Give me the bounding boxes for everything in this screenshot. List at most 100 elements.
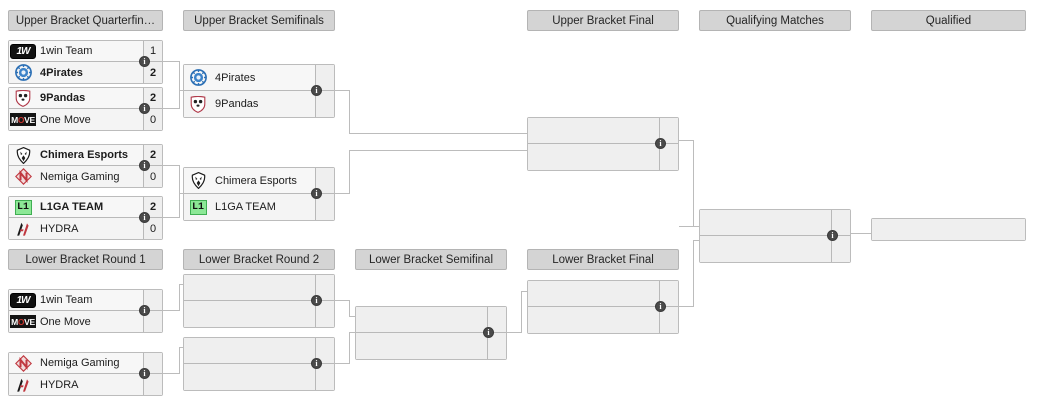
hydra-logo bbox=[9, 374, 37, 395]
match-lbsf1[interactable] bbox=[355, 306, 507, 360]
match-team-row[interactable] bbox=[528, 307, 678, 333]
bracket-connector bbox=[335, 300, 349, 301]
match-team-row[interactable]: HYDRA bbox=[9, 374, 162, 395]
match-info-icon[interactable]: i bbox=[139, 56, 150, 67]
bracket-connector bbox=[693, 240, 694, 307]
match-team-row[interactable] bbox=[184, 275, 334, 301]
bracket-connector bbox=[679, 306, 693, 307]
match-lbf1[interactable] bbox=[527, 280, 679, 334]
1win-logo: 1W bbox=[9, 41, 37, 61]
team-logo-empty bbox=[528, 144, 556, 170]
match-info-icon[interactable]: i bbox=[139, 160, 150, 171]
match-team-row[interactable] bbox=[528, 144, 678, 170]
match-lbr2a[interactable] bbox=[183, 274, 335, 328]
match-qualified1[interactable] bbox=[871, 218, 1026, 241]
nemiga-logo bbox=[9, 166, 37, 187]
match-info-icon[interactable]: i bbox=[311, 85, 322, 96]
match-info-icon[interactable]: i bbox=[827, 230, 838, 241]
bracket-connector bbox=[349, 332, 350, 364]
match-team-row[interactable] bbox=[528, 281, 678, 307]
team-logo-empty bbox=[700, 236, 728, 262]
team-score bbox=[831, 210, 850, 235]
team-logo-empty bbox=[356, 307, 384, 332]
team-score bbox=[659, 144, 678, 170]
match-info-icon[interactable]: i bbox=[655, 301, 666, 312]
match-team-row[interactable] bbox=[184, 364, 334, 390]
match-info-icon[interactable]: i bbox=[655, 138, 666, 149]
match-ubf1[interactable] bbox=[527, 117, 679, 171]
match-info-icon[interactable]: i bbox=[311, 358, 322, 369]
match-team-row[interactable] bbox=[184, 338, 334, 364]
match-info-icon[interactable]: i bbox=[139, 368, 150, 379]
match-team-row[interactable]: 4Pirates bbox=[184, 65, 334, 91]
bracket-connector bbox=[179, 193, 180, 218]
team-score bbox=[659, 281, 678, 306]
bracket-connector bbox=[335, 90, 349, 91]
match-info-icon[interactable]: i bbox=[139, 305, 150, 316]
match-team-row[interactable] bbox=[356, 333, 506, 359]
bracket-connector bbox=[349, 332, 356, 333]
team-score bbox=[143, 353, 162, 373]
bracket-connector bbox=[693, 240, 700, 241]
match-team-row[interactable]: Chimera Esports bbox=[184, 168, 334, 194]
bracket-connector bbox=[179, 90, 184, 91]
match-info-icon[interactable]: i bbox=[311, 295, 322, 306]
match-team-row[interactable] bbox=[356, 307, 506, 333]
match-lbr2b[interactable] bbox=[183, 337, 335, 391]
chimera-logo bbox=[9, 145, 37, 165]
team-score bbox=[315, 91, 334, 117]
bracket-connector bbox=[179, 347, 180, 374]
match-info-icon[interactable]: i bbox=[483, 327, 494, 338]
match-team-row[interactable] bbox=[700, 236, 850, 262]
round-header-ub-f[interactable]: Upper Bracket Final bbox=[527, 10, 679, 31]
team-name: L1GA TEAM bbox=[40, 201, 104, 213]
round-header-qual[interactable]: Qualified bbox=[871, 10, 1026, 31]
bracket-connector bbox=[349, 300, 350, 317]
round-header-lb-r1[interactable]: Lower Bracket Round 1 bbox=[8, 249, 163, 270]
round-header-ub-qf[interactable]: Upper Bracket Quarterfin… bbox=[8, 10, 163, 31]
team-name: HYDRA bbox=[40, 222, 79, 235]
match-team-row[interactable] bbox=[700, 210, 850, 236]
team-name: 1win Team bbox=[40, 294, 93, 306]
chimera-logo bbox=[184, 168, 212, 193]
match-info-icon[interactable]: i bbox=[139, 212, 150, 223]
match-team-row[interactable]: Nemiga Gaming bbox=[9, 353, 162, 374]
match-team-row[interactable] bbox=[872, 219, 1025, 240]
match-team-row[interactable] bbox=[184, 301, 334, 327]
round-header-lb-r2[interactable]: Lower Bracket Round 2 bbox=[183, 249, 335, 270]
round-header-lb-sf[interactable]: Lower Bracket Semifinal bbox=[355, 249, 507, 270]
match-qm1[interactable] bbox=[699, 209, 851, 263]
team-name: One Move bbox=[40, 315, 91, 328]
team-logo-empty bbox=[184, 364, 212, 390]
round-header-lb-f[interactable]: Lower Bracket Final bbox=[527, 249, 679, 270]
9pandas-logo bbox=[9, 88, 37, 108]
round-header-qm[interactable]: Qualifying Matches bbox=[699, 10, 851, 31]
match-info-icon[interactable]: i bbox=[139, 103, 150, 114]
match-team-row[interactable] bbox=[528, 118, 678, 144]
match-team-row[interactable]: 9Pandas bbox=[184, 91, 334, 117]
round-header-ub-sf[interactable]: Upper Bracket Semifinals bbox=[183, 10, 335, 31]
team-logo-empty bbox=[184, 338, 212, 363]
match-info-icon[interactable]: i bbox=[311, 188, 322, 199]
